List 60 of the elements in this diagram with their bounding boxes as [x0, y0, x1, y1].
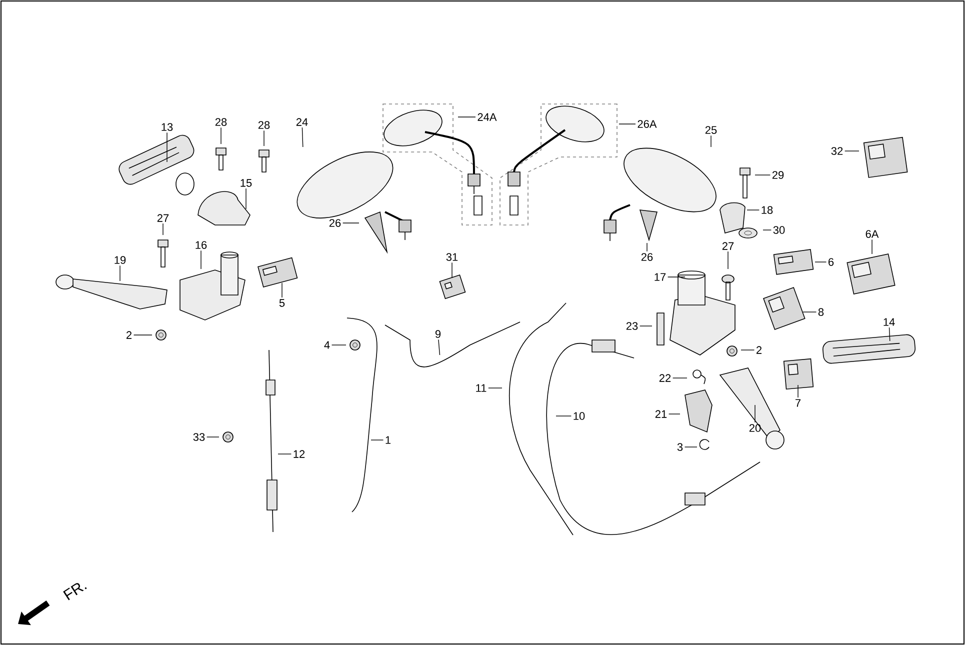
callout-number: 33 — [193, 433, 205, 441]
callout-number: 28 — [258, 121, 270, 129]
callout-number: 14 — [884, 318, 895, 326]
leader-line — [888, 327, 890, 342]
leader-line — [220, 127, 222, 144]
callout-number: 24A — [478, 113, 497, 121]
leader-line — [646, 242, 648, 252]
callout-number: 1 — [386, 436, 391, 444]
callout-number: 26A — [638, 120, 657, 128]
callout-number: 2 — [126, 331, 132, 339]
callout-number: 31 — [446, 253, 458, 261]
leader-line — [754, 174, 771, 176]
leader-line — [458, 116, 476, 118]
callout-number: 32 — [831, 147, 843, 155]
leader-line — [684, 446, 698, 448]
callout-number: 20 — [749, 424, 761, 432]
leader-line — [166, 132, 168, 162]
callout-number: 8 — [818, 308, 824, 316]
callout-number: 17 — [654, 273, 666, 281]
leader-line — [844, 150, 860, 152]
leader-line — [754, 404, 756, 423]
callout-number: 15 — [240, 179, 252, 187]
callout-number: 3 — [677, 443, 683, 451]
leader-line — [133, 334, 152, 336]
callout-number: 10 — [574, 412, 585, 420]
leader-line — [331, 344, 346, 346]
leader-line — [200, 250, 202, 270]
callout-number: 18 — [762, 206, 773, 214]
callout-number: 26 — [329, 219, 341, 227]
callout-number: 30 — [773, 226, 785, 234]
direction-label: FR. — [63, 583, 87, 600]
callout-number: 6A — [866, 230, 879, 238]
callout-number: 9 — [435, 330, 441, 338]
callout-number: 25 — [705, 126, 717, 134]
callout-number: 7 — [796, 399, 801, 407]
callout-number: 19 — [114, 256, 126, 264]
callout-number: 4 — [324, 341, 330, 349]
callout-number: 27 — [722, 242, 734, 250]
callout-number: 23 — [626, 322, 638, 330]
callout-number: 5 — [279, 299, 285, 307]
callout-number: 29 — [772, 171, 784, 179]
callout-number: 2 — [756, 346, 762, 354]
callout-number: 21 — [655, 410, 667, 418]
callout-number: 13 — [162, 123, 173, 131]
callout-number: 27 — [157, 214, 169, 222]
callout-number: 22 — [659, 374, 671, 382]
callout-number: 11 — [476, 384, 486, 392]
leader-line — [438, 339, 440, 356]
callout-number: 16 — [196, 241, 207, 249]
callout-number: 24 — [296, 118, 308, 126]
callout-number: 26 — [641, 253, 653, 261]
leader-line — [342, 222, 360, 224]
leader-line — [206, 436, 220, 438]
leader-line — [667, 276, 686, 278]
leader-line — [302, 127, 304, 148]
callout-number: 6 — [828, 258, 834, 266]
callout-number: 12 — [294, 450, 305, 458]
callout-number: 28 — [215, 118, 227, 126]
leader-line — [710, 135, 712, 148]
leader-line — [162, 223, 164, 236]
